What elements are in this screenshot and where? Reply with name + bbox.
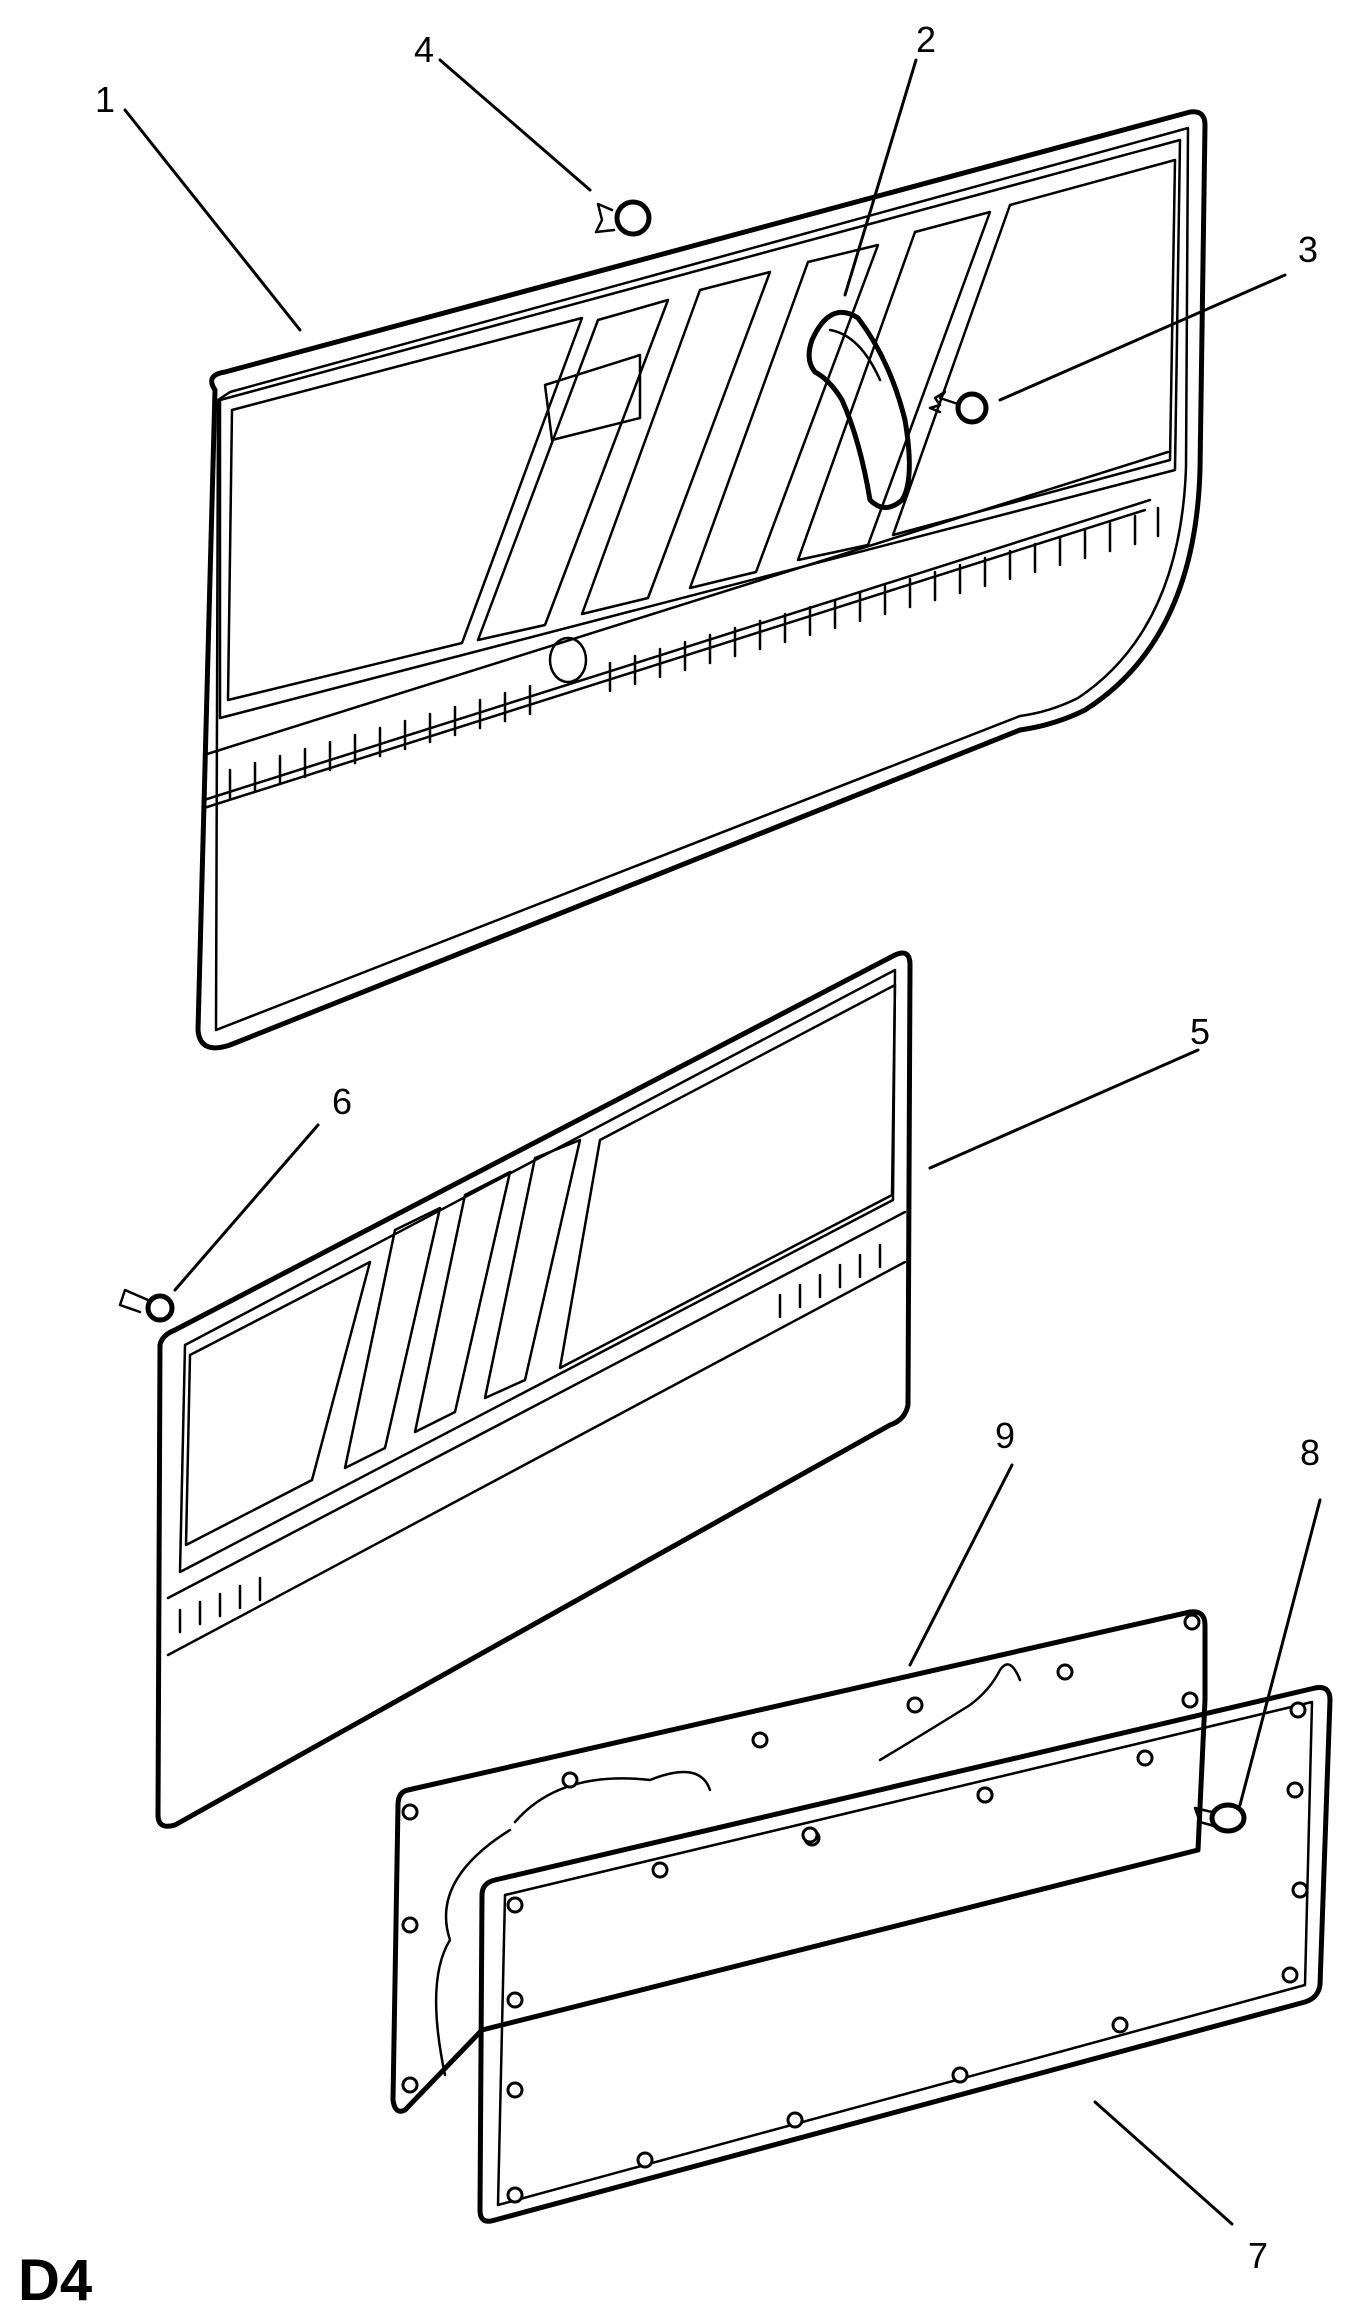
- leader-lines: [123, 58, 1322, 2226]
- push-clip: [1193, 1802, 1247, 1834]
- front-door-trim-panel: [195, 109, 1208, 1051]
- callout-5: 5: [1190, 1011, 1210, 1052]
- callout-2: 2: [916, 19, 936, 60]
- access-cover-plate: [477, 1685, 1333, 2224]
- callout-8: 8: [1300, 1432, 1320, 1473]
- rear-door-trim-panel: [155, 950, 913, 1829]
- callout-6: 6: [332, 1081, 352, 1122]
- section-code-label: D4: [18, 2248, 92, 2313]
- pull-handle: [806, 309, 912, 510]
- handle-screw: [928, 390, 989, 425]
- callout-4: 4: [414, 29, 434, 70]
- retaining-clip-rear: [118, 1288, 175, 1323]
- callout-9: 9: [995, 1415, 1015, 1456]
- callout-3: 3: [1298, 229, 1318, 270]
- callout-labels: 1 2 3 4 5 6 7 8 9: [95, 19, 1320, 2276]
- callout-1: 1: [95, 79, 115, 120]
- retaining-clip-top: [594, 199, 652, 237]
- water-deflector-sheet: [390, 1609, 1208, 2114]
- callout-7: 7: [1248, 2235, 1268, 2276]
